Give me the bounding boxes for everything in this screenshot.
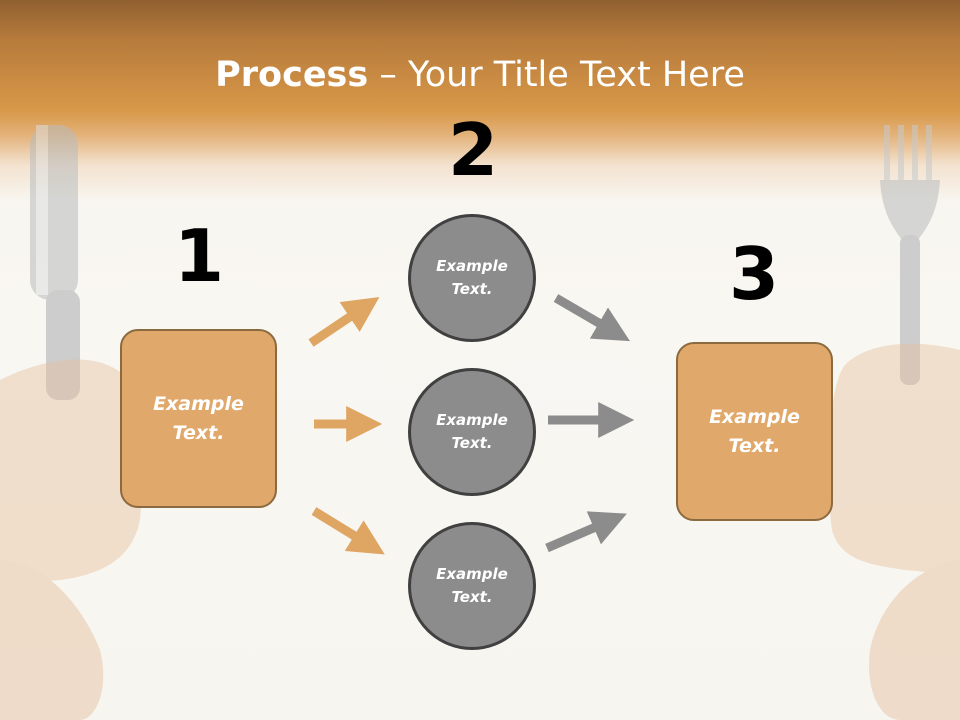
left-hand xyxy=(0,359,142,720)
step1-box: Example Text. xyxy=(120,329,277,508)
step-number-1: 1 xyxy=(173,214,225,298)
step3-text-line2: Text. xyxy=(728,434,781,457)
title-rest: – Your Title Text Here xyxy=(368,55,745,95)
arrow-from-circle-bottom xyxy=(545,511,627,553)
circle-middle-line1: Example xyxy=(436,411,508,429)
circle-bottom-line1: Example xyxy=(436,565,508,583)
circle-middle-line2: Text. xyxy=(451,434,493,452)
circle-top-line2: Text. xyxy=(451,280,493,298)
circle-bottom: Example Text. xyxy=(408,522,536,650)
step3-text-line1: Example xyxy=(709,405,800,428)
step3-box: Example Text. xyxy=(676,342,833,521)
circle-bottom-line2: Text. xyxy=(451,588,493,606)
step1-text-line1: Example xyxy=(153,392,244,415)
title-bold: Process xyxy=(215,55,369,95)
circle-middle: Example Text. xyxy=(408,368,536,496)
arrow-from-circle-top xyxy=(553,294,630,342)
right-hand xyxy=(828,343,960,720)
circle-top-line1: Example xyxy=(436,257,508,275)
slide-title: Process – Your Title Text Here xyxy=(0,52,960,98)
circle-top: Example Text. xyxy=(408,214,536,342)
arrow-to-circle-bottom xyxy=(311,507,385,555)
arrow-to-circle-top xyxy=(308,296,380,347)
knife-icon xyxy=(30,125,80,400)
step-number-3: 3 xyxy=(728,232,780,316)
step-number-2: 2 xyxy=(447,108,499,192)
header-band xyxy=(0,0,960,200)
step1-text-line2: Text. xyxy=(172,421,225,444)
fork-icon xyxy=(880,125,940,385)
